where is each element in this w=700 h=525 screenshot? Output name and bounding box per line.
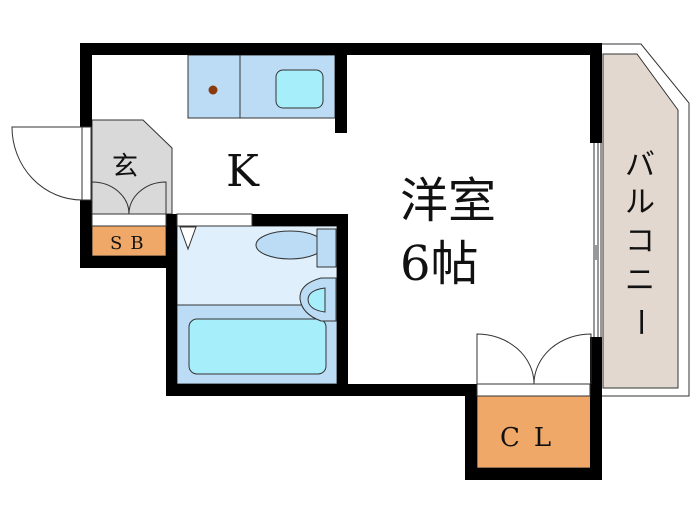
entrance-label: 玄 (112, 152, 138, 182)
svg-text:ル: ル (625, 185, 655, 220)
toilet-tank-icon (316, 228, 337, 268)
closet-doors[interactable] (476, 333, 592, 385)
closet-label: CL (500, 423, 565, 453)
walls (80, 43, 602, 480)
toilet-icon (255, 230, 325, 260)
bathtub-icon (188, 318, 327, 375)
balcony-label: バ ル コ ニ ー (622, 148, 657, 337)
svg-text:ニ: ニ (625, 263, 655, 298)
kitchen-label: K (226, 146, 260, 197)
partitions (91, 143, 599, 397)
entrance-door[interactable] (11, 126, 92, 201)
shoe-box-label: SB (110, 233, 152, 254)
shoe-box-doors[interactable] (91, 181, 167, 215)
door-swing-icon (11, 126, 83, 201)
sink-icon (275, 69, 324, 109)
svg-text:ー: ー (622, 307, 657, 337)
stove-icon (208, 85, 218, 95)
svg-text:コ: コ (625, 224, 655, 259)
western-room-label: 洋室 (400, 173, 496, 229)
unit-bath (176, 225, 338, 385)
kitchen-counter (187, 54, 336, 119)
bath-door-marker (179, 226, 197, 251)
western-room-size: 6帖 (400, 236, 479, 292)
svg-text:バ: バ (625, 148, 655, 183)
balcony (600, 43, 690, 397)
